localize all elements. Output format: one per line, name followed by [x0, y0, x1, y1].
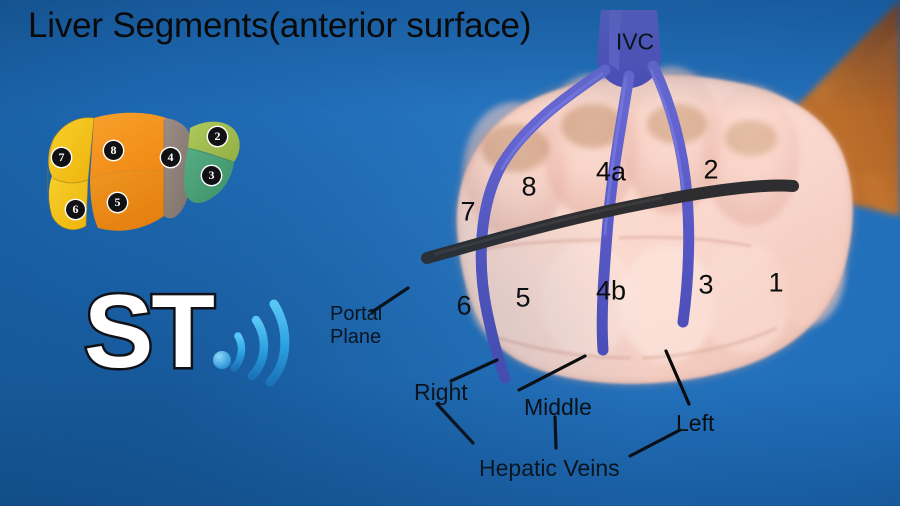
- right-hepatic-vein-label: Right: [414, 379, 468, 405]
- fist-segment-label-4b: 4b: [596, 277, 626, 305]
- portal-plane-line: [421, 179, 799, 264]
- ivc-label: IVC: [616, 30, 654, 54]
- fist-liver-model-image: [395, 0, 900, 420]
- ultrasound-waves-icon: [213, 299, 290, 386]
- portal-plane-label: Portal Plane: [330, 303, 382, 349]
- wave-arc-2: [247, 315, 269, 381]
- wave-arc-1: [230, 332, 246, 372]
- wave-origin-dot: [213, 351, 231, 369]
- st-logo-text: ST: [82, 274, 218, 390]
- fist-segment-label-6: 6: [456, 292, 471, 320]
- liver-badge-8: 8: [104, 141, 123, 160]
- liver-anterior-diagram: 7 8 6 5 4 2 3: [24, 98, 244, 248]
- fist-segment-label-1: 1: [768, 269, 783, 297]
- liver-badge-5: 5: [108, 193, 127, 212]
- fist-segment-label-8: 8: [521, 173, 536, 201]
- liver-segment-8-shape: [90, 112, 166, 178]
- middle-hepatic-vein-line: [596, 70, 635, 356]
- middle-hepatic-vein-label: Middle: [524, 394, 592, 420]
- liver-badge-3: 3: [202, 166, 221, 185]
- liver-badge-7: 7: [52, 148, 71, 167]
- liver-badge-2: 2: [208, 127, 227, 146]
- page-title: Liver Segments(anterior surface): [28, 6, 532, 45]
- fist-segment-label-4a: 4a: [596, 158, 626, 186]
- fist-segment-label-7: 7: [460, 198, 475, 226]
- st-logo: ST: [82, 278, 294, 391]
- hepatic-veins-label: Hepatic Veins: [479, 455, 620, 481]
- left-hepatic-vein-label: Left: [676, 410, 714, 436]
- right-hepatic-vein-line: [475, 64, 611, 384]
- wave-arc-3: [265, 299, 290, 386]
- fist-segment-label-5: 5: [515, 284, 530, 312]
- liver-badge-6: 6: [66, 200, 85, 219]
- fist-segment-label-2: 2: [703, 156, 718, 184]
- liver-badge-4: 4: [161, 148, 180, 167]
- liver-segment-7-shape: [48, 117, 94, 184]
- liver-segment-5-shape: [90, 170, 164, 231]
- fist-segment-label-3: 3: [698, 271, 713, 299]
- ivc-trunk: [597, 10, 661, 88]
